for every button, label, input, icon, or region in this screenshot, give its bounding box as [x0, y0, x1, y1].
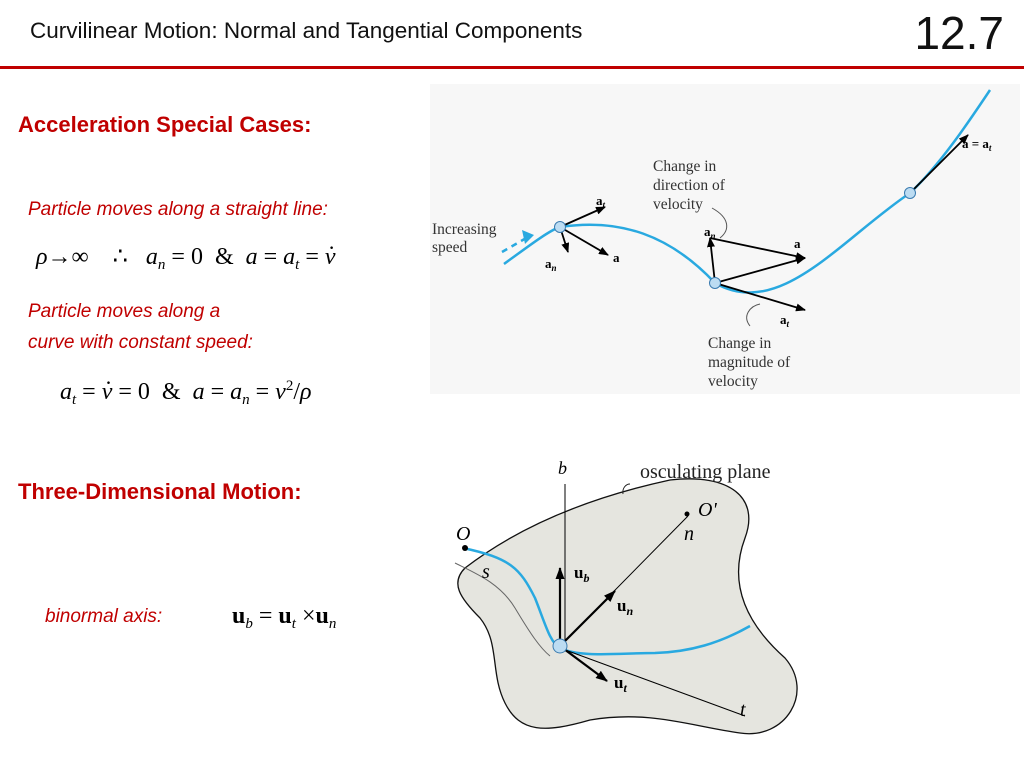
- vector-a-2: [714, 256, 806, 284]
- label-change-magnitude-2: magnitude of: [708, 354, 791, 371]
- equation-binormal: ub = ut ×un: [232, 603, 337, 632]
- label-an-1: an: [545, 256, 557, 273]
- case1-label: Particle moves along a straight line:: [28, 199, 328, 220]
- vector-at-1: [559, 206, 606, 228]
- label-change-magnitude-1: Change in: [708, 335, 772, 352]
- case2-label-line2: curve with constant speed:: [28, 332, 253, 353]
- case2-label-line1: Particle moves along a: [28, 301, 221, 322]
- label-ut-letter: u: [614, 673, 623, 692]
- label-an-1-letter: a: [545, 256, 552, 271]
- label-ub-letter: u: [574, 563, 583, 582]
- label-ut-sub: t: [623, 681, 627, 695]
- vector-change-direction: [709, 237, 806, 261]
- leader-osculating-plane: [622, 483, 631, 495]
- case2-label: Particle moves along a curve with consta…: [28, 296, 253, 358]
- label-a-2: a: [794, 236, 801, 251]
- osculating-plane: [457, 478, 798, 735]
- leader-direction: [711, 207, 728, 239]
- label-O: O: [456, 523, 470, 545]
- particle-3: [904, 187, 916, 199]
- label-osculating-plane: osculating plane: [640, 461, 771, 483]
- vector-un: [559, 590, 616, 647]
- label-change-magnitude-3: velocity: [708, 373, 758, 390]
- header-rule: [0, 66, 1024, 69]
- slide-title: Curvilinear Motion: Normal and Tangentia…: [30, 18, 583, 43]
- label-speed: speed: [432, 239, 468, 256]
- label-an-2-sub: n: [711, 231, 716, 241]
- leader-magnitude: [746, 303, 761, 327]
- label-at-2-sub: t: [787, 319, 790, 329]
- osculating-plane-figure: b osculating plane O O' n s t ub un ut: [454, 458, 798, 735]
- label-at-1-letter: a: [596, 193, 603, 208]
- vector-an-2: [707, 237, 716, 284]
- label-at-2-letter: a: [780, 312, 787, 327]
- label-ub: ub: [574, 563, 589, 585]
- heading-three-dimensional-motion: Three-Dimensional Motion:: [18, 479, 302, 504]
- label-an-1-sub: n: [552, 263, 557, 273]
- label-un-letter: u: [617, 596, 626, 615]
- label-at-1: at: [596, 193, 606, 210]
- label-a-eq-at: a = at: [962, 136, 992, 153]
- t-axis: [559, 647, 746, 717]
- label-O-prime: O': [698, 499, 717, 521]
- label-a-1: a: [613, 250, 620, 265]
- vector-at-2: [714, 282, 806, 312]
- arc-length-leader: [454, 562, 551, 657]
- vector-a-1: [559, 226, 609, 256]
- label-a-eq-at-sub: t: [989, 143, 992, 153]
- particle: [552, 638, 568, 654]
- origin-point: [462, 545, 468, 551]
- label-un: un: [617, 596, 633, 618]
- increasing-speed-dash: [501, 235, 529, 254]
- vector-a-3: [909, 134, 969, 194]
- heading-acceleration-special-cases: Acceleration Special Cases:: [18, 112, 312, 137]
- label-ub-sub: b: [583, 571, 589, 585]
- particle-1: [554, 221, 566, 233]
- label-un-sub: n: [626, 604, 633, 618]
- binormal-label: binormal axis:: [45, 606, 163, 627]
- vector-ut: [559, 645, 608, 682]
- equation-constant-speed: at = v = 0 & a = an = v2/ρ: [60, 364, 312, 409]
- slide-number: 12.7: [914, 7, 1004, 59]
- label-at-2: at: [780, 312, 790, 329]
- label-ut: ut: [614, 673, 627, 695]
- label-t: t: [740, 699, 746, 721]
- particle-2: [709, 277, 721, 289]
- equation-straight-line: ρ→∞ ∴ an = 0 & a = at = v: [36, 229, 336, 274]
- center-of-curvature: [684, 511, 690, 517]
- label-an-2-letter: a: [704, 224, 711, 239]
- label-an-2: an: [704, 224, 716, 241]
- label-change-direction-2: direction of: [653, 177, 726, 194]
- label-b: b: [558, 458, 567, 478]
- label-change-direction-1: Change in: [653, 158, 717, 175]
- label-increasing: Increasing: [432, 221, 497, 238]
- increasing-speed-arrow: [522, 230, 534, 244]
- label-a-eq-at-text: a = a: [962, 136, 989, 151]
- label-change-direction-3: velocity: [653, 196, 703, 213]
- acceleration-figure: Increasing speed Change in direction of …: [430, 84, 1020, 394]
- label-s: s: [482, 561, 490, 583]
- label-at-1-sub: t: [603, 200, 606, 210]
- label-n: n: [684, 523, 694, 545]
